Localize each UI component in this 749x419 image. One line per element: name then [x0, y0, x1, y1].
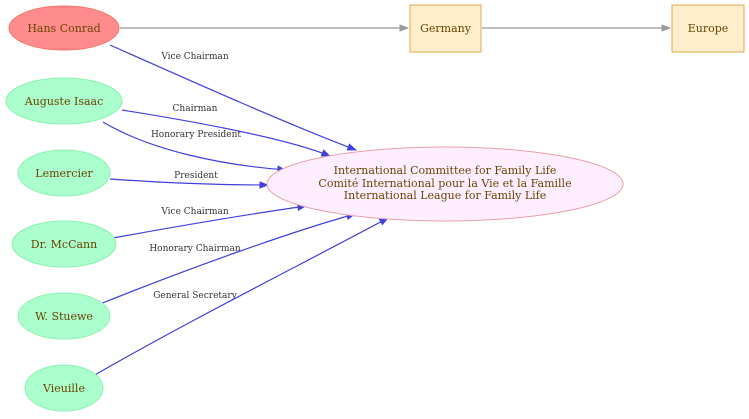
committee-name-english: International Committee for Family Life — [334, 164, 557, 177]
node-w-stuewe[interactable]: W. Stuewe — [17, 292, 111, 340]
node-label-germany: Germany — [420, 22, 472, 35]
edge-label-chairman: Chairman — [173, 104, 218, 114]
edge-vieuille-committee: General Secretary — [92, 217, 389, 377]
node-label-europe: Europe — [688, 22, 729, 35]
node-committee[interactable]: International Committee for Family Life … — [266, 146, 624, 222]
node-label-auguste-isaac: Auguste Isaac — [24, 95, 104, 108]
edge-label-president: President — [174, 171, 218, 181]
committee-name-french: Comité International pour la Vie et la F… — [318, 177, 571, 190]
node-dr-mccann[interactable]: Dr. McCann — [11, 220, 117, 268]
edge-label-vice-chairman-2: Vice Chairman — [160, 207, 229, 217]
edge-label-vice-chairman: Vice Chairman — [160, 52, 229, 62]
node-europe[interactable]: Europe — [671, 4, 745, 53]
node-lemercier[interactable]: Lemercier — [17, 149, 111, 197]
node-label-vieuille: Vieuille — [42, 382, 85, 395]
edge-hans-conrad-committee: Vice Chairman — [109, 44, 357, 151]
node-label-hans-conrad: Hans Conrad — [27, 22, 100, 35]
node-germany[interactable]: Germany — [409, 4, 482, 53]
edge-auguste-isaac-chairman: Chairman — [121, 104, 331, 157]
edge-lemercier-committee: President — [109, 171, 269, 189]
node-hans-conrad[interactable]: Hans Conrad — [8, 5, 120, 51]
node-label-w-stuewe: W. Stuewe — [35, 310, 93, 323]
committee-name-league: International League for Family Life — [344, 189, 546, 202]
node-auguste-isaac[interactable]: Auguste Isaac — [5, 77, 123, 125]
edge-w-stuewe-committee: Honorary Chairman — [99, 212, 356, 305]
node-label-lemercier: Lemercier — [35, 167, 93, 180]
node-vieuille[interactable]: Vieuille — [24, 364, 104, 412]
edge-label-general-secretary: General Secretary — [153, 291, 237, 301]
edge-auguste-isaac-honorary: Honorary President — [102, 121, 287, 174]
node-label-dr-mccann: Dr. McCann — [31, 238, 97, 251]
edge-label-honorary-chairman: Honorary Chairman — [149, 244, 241, 254]
edge-dr-mccann-committee: Vice Chairman — [112, 203, 307, 239]
edge-label-honorary-president: Honorary President — [151, 130, 241, 140]
